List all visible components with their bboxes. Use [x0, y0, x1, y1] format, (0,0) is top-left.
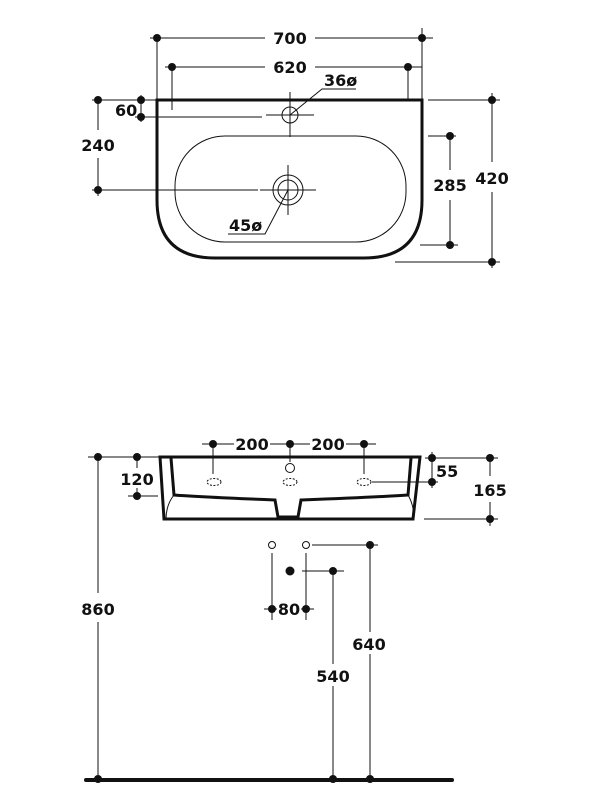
side-view: 200 200 120 55 165 860 80 640 540	[81, 435, 507, 783]
dim-420: 420	[475, 169, 508, 188]
dim-860: 860	[81, 600, 114, 619]
dim-700: 700	[273, 29, 306, 48]
supply-hole-left	[268, 541, 276, 549]
dim-200-left: 200	[235, 435, 268, 454]
dim-540: 540	[316, 667, 349, 686]
dim-285: 285	[433, 176, 466, 195]
basin-side-outline	[158, 455, 422, 521]
basin-bowl	[174, 135, 407, 243]
dim-45-diameter: 45ø	[229, 216, 262, 235]
dim-60: 60	[115, 101, 137, 120]
dim-55: 55	[436, 462, 458, 481]
dim-36-diameter: 36ø	[324, 71, 357, 90]
dim-120: 120	[120, 470, 153, 489]
top-view: 700 620 36ø 60 240 285 420 45ø	[81, 28, 509, 268]
dim-620: 620	[273, 58, 306, 77]
dim-640: 640	[352, 635, 385, 654]
waste-outlet	[285, 566, 295, 576]
basin-outline	[155, 98, 424, 260]
dim-80: 80	[278, 600, 300, 619]
dim-200-right: 200	[311, 435, 344, 454]
dim-240: 240	[81, 136, 114, 155]
dim-165: 165	[473, 481, 506, 500]
supply-hole-right	[302, 541, 310, 549]
